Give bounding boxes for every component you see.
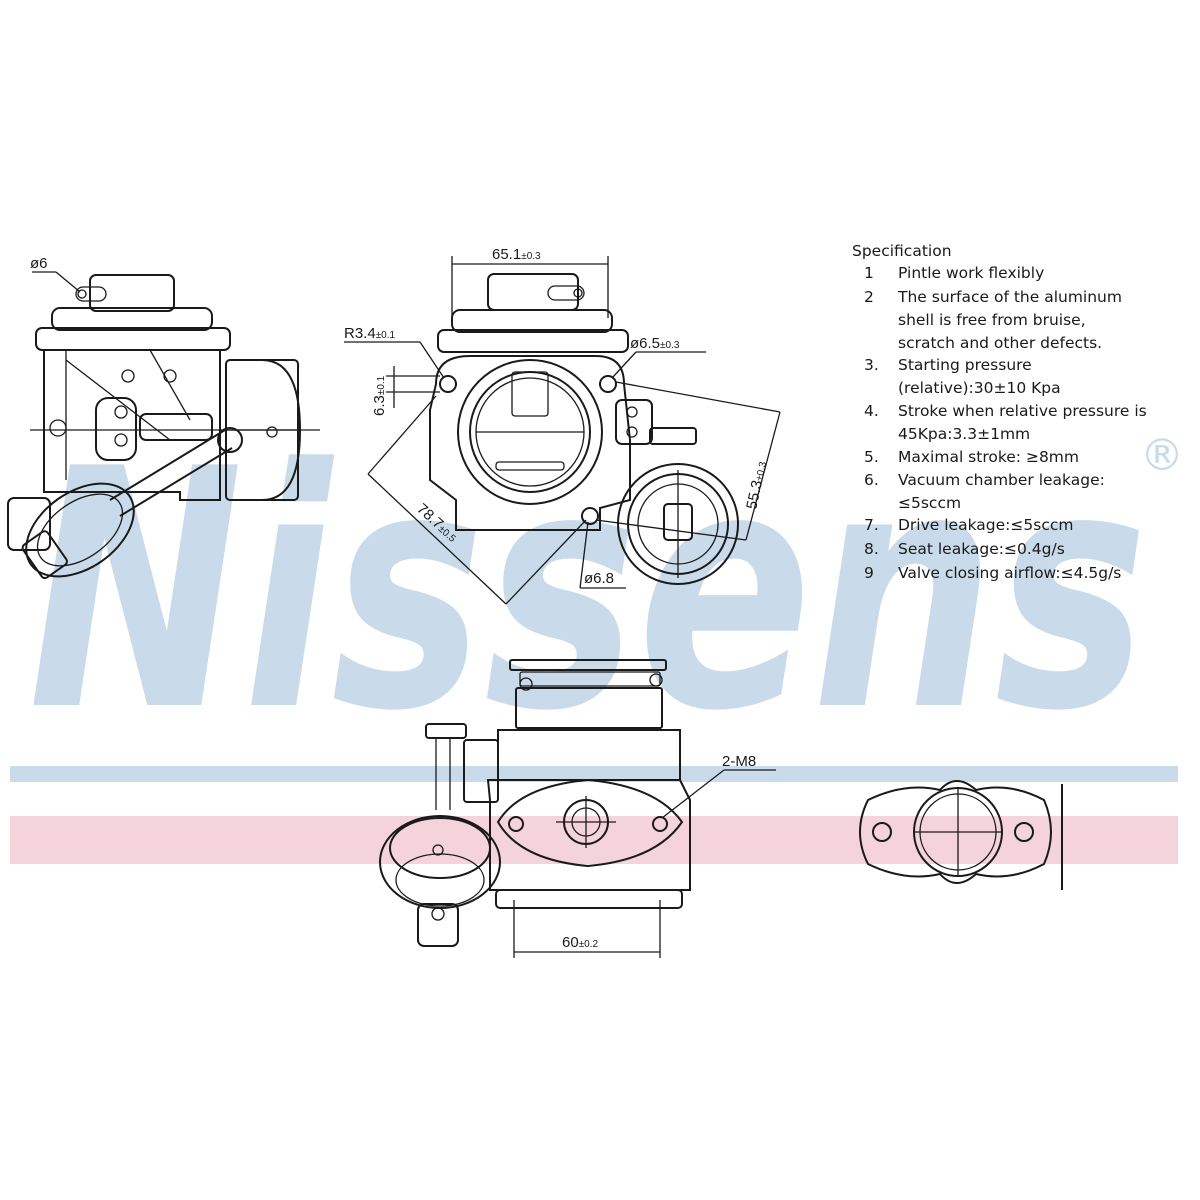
spec-item-2-line-1: The surface of the aluminum — [897, 288, 1122, 306]
spec-item-2-line-2: shell is free from bruise, — [898, 311, 1086, 329]
spec-item-3-num: 3. — [864, 356, 879, 374]
spec-item-7-num: 7. — [864, 516, 879, 534]
dim-pin-dia: ø6.8 — [584, 570, 614, 587]
bottom-view: 2-M8 60±0.2 — [379, 659, 776, 958]
spec-item-4-line-1: Stroke when relative pressure is — [898, 402, 1147, 420]
spec-title: Specification — [852, 242, 952, 260]
specification-block: Specification 1 Pintle work flexibly 2 T… — [852, 242, 1147, 582]
spec-item-2-num: 2 — [864, 288, 874, 306]
spec-item-4-num: 4. — [864, 402, 879, 420]
spec-item-8-num: 8. — [864, 540, 879, 558]
spec-item-7-line-1: Drive leakage:≤5sccm — [898, 516, 1073, 534]
watermark-logo: Nissens — [28, 399, 1148, 783]
dim-offset: 6.3±0.1 — [371, 375, 388, 416]
dim-width: 65.1±0.3 — [492, 246, 541, 263]
spec-item-2-line-3: scratch and other defects. — [898, 334, 1102, 352]
spec-item-1-line-1: Pintle work flexibly — [898, 264, 1044, 282]
spec-item-6-line-2: ≤5sccm — [898, 494, 961, 512]
spec-item-9-line-1: Valve closing airflow:≤4.5g/s — [898, 564, 1121, 582]
dim-flange-width: 60±0.2 — [562, 934, 599, 951]
dim-thread: 2-M8 — [722, 753, 756, 770]
dim-radius: R3.4±0.1 — [344, 325, 396, 342]
spec-item-9-num: 9 — [864, 564, 874, 582]
spec-item-6-line-1: Vacuum chamber leakage: — [898, 471, 1105, 489]
spec-item-5-num: 5. — [864, 448, 879, 466]
spec-item-4-line-2: 45Kpa:3.3±1mm — [898, 425, 1030, 443]
dim-hole-dia: ø6.5±0.3 — [630, 335, 680, 352]
gasket-view — [859, 780, 1063, 890]
front-view: 65.1±0.3 R3.4±0.1 — [344, 246, 781, 605]
spec-item-1-num: 1 — [864, 264, 874, 282]
dim-span-right: 55.3±0.3 — [743, 459, 770, 510]
watermark-pink-band — [10, 816, 1178, 864]
spec-item-8-line-1: Seat leakage:≤0.4g/s — [898, 540, 1065, 558]
side-view-left: ø6 — [7, 255, 320, 580]
spec-item-5-line-1: Maximal stroke: ≥8mm — [898, 448, 1079, 466]
registered-mark: ® — [1140, 430, 1184, 481]
spec-item-6-num: 6. — [864, 471, 879, 489]
watermark: Nissens ® — [10, 399, 1184, 864]
spec-item-3-line-1: Starting pressure — [898, 356, 1032, 374]
watermark-blue-band — [10, 766, 1178, 782]
dim-left-bolt: ø6 — [30, 255, 48, 272]
spec-item-3-line-2: (relative):30±10 Kpa — [898, 379, 1061, 397]
